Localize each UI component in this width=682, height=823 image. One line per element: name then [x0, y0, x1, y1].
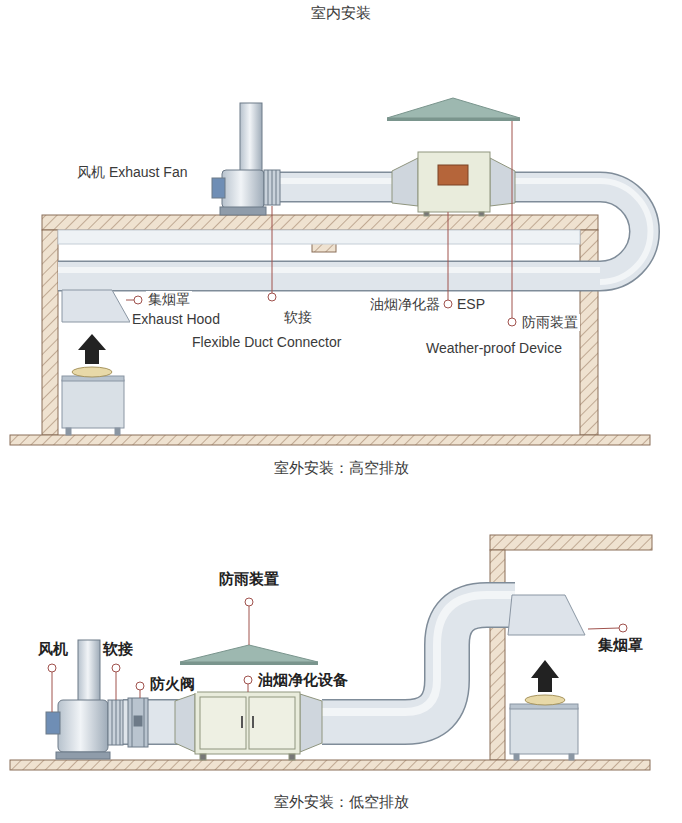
heading: 室内安装: [309, 4, 373, 22]
stove: [62, 367, 124, 435]
part-label: ESP: [455, 296, 487, 313]
exhaust-fan: [212, 103, 266, 215]
rain-cover: [180, 645, 318, 665]
part-label: 防雨装置: [520, 314, 580, 331]
part-label: 防火阀: [148, 675, 197, 693]
part-label: 防雨装置: [217, 570, 281, 588]
part-label: Exhaust Hood: [130, 311, 222, 328]
leader-line: [48, 598, 627, 712]
exhaust-hood: [508, 595, 585, 635]
fire-damper: [128, 698, 148, 747]
section-caption: 室外安装：低空排放: [272, 793, 411, 811]
part-label: 风机: [36, 640, 70, 658]
airflow-arrow: [531, 660, 559, 692]
part-label: 油烟净化设备: [256, 671, 350, 689]
flexible-connector: [264, 170, 280, 205]
airflow-arrow: [78, 334, 106, 364]
leader-line: [126, 121, 516, 326]
building: [10, 215, 650, 445]
stove: [510, 695, 578, 760]
rain-cover: [387, 98, 520, 121]
part-label: 风机 Exhaust Fan: [75, 164, 190, 181]
part-label: 软接: [282, 309, 314, 326]
flexible-connector: [108, 700, 123, 745]
esp-unit: [175, 692, 322, 760]
building: [10, 535, 652, 770]
part-label: 集烟罩: [596, 636, 645, 654]
part-label: 软接: [101, 640, 135, 658]
part-label: Weather-proof Device: [424, 340, 564, 357]
exhaust-hood: [62, 290, 130, 322]
ceiling-band: [58, 230, 580, 244]
duct: [58, 181, 651, 282]
part-label: Flexible Duct Connector: [190, 334, 343, 351]
esp-unit: [392, 152, 515, 216]
part-label: 油烟净化器: [368, 296, 442, 313]
part-label: 集烟罩: [146, 291, 192, 308]
section-caption: 室外安装：高空排放: [272, 459, 411, 477]
